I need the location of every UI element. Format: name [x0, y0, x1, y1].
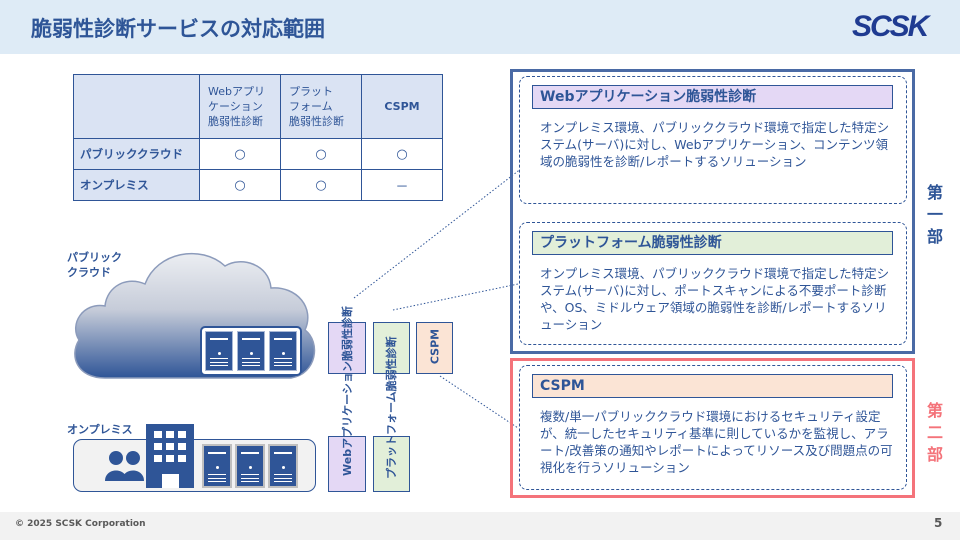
connector-cspm — [439, 375, 519, 429]
matrix-row-label: オンプレミス — [73, 169, 200, 201]
matrix-cell: ○ — [280, 169, 362, 201]
server-icon — [235, 444, 265, 488]
web-scope-bar-cloud — [328, 322, 366, 374]
public-cloud-label: パブリック クラウド — [67, 251, 122, 279]
connector-web — [353, 167, 523, 299]
part2-label: 第二部 — [926, 401, 943, 464]
platform-scope-bar-onprem — [373, 436, 410, 492]
cspm-scope-bar-cloud — [416, 322, 453, 374]
page-title: 脆弱性診断サービスの対応範囲 — [31, 17, 325, 41]
platform-scope-bar-cloud — [373, 322, 410, 374]
matrix-cell: － — [361, 169, 443, 201]
coverage-matrix: Webアプリ ケーション 脆弱性診断 プラット フォーム 脆弱性診断 CSPM … — [73, 74, 443, 201]
slide-footer: © 2025 SCSK Corporation 5 — [0, 512, 960, 540]
service-card-web: Webアプリケーション脆弱性診断 オンプレミス環境、パブリッククラウド環境で指定… — [519, 76, 907, 204]
service-title-platform: プラットフォーム脆弱性診断 — [532, 231, 893, 255]
matrix-row-onpremise: オンプレミス ○ ○ － — [73, 169, 443, 201]
service-description-platform: オンプレミス環境、パブリッククラウド環境で指定した特定システム(サーバ)に対し、… — [540, 266, 890, 332]
service-card-cspm: CSPM 複数/単一パブリッククラウド環境におけるセキュリティ設定が、統一したセ… — [519, 365, 907, 490]
matrix-row-label: パブリッククラウド — [73, 138, 200, 170]
part1-frame — [510, 69, 915, 354]
service-title-cspm: CSPM — [532, 374, 893, 398]
server-icon — [237, 331, 265, 371]
service-description-web: オンプレミス環境、パブリッククラウド環境で指定した特定システム(サーバ)に対し、… — [540, 120, 890, 169]
server-icon — [269, 331, 297, 371]
matrix-cell: ○ — [199, 169, 281, 201]
connector-platform — [392, 283, 519, 311]
matrix-cell: ○ — [199, 138, 281, 170]
matrix-cell: ○ — [361, 138, 443, 170]
onpremise-server-rack — [202, 444, 298, 488]
matrix-header-web: Webアプリ ケーション 脆弱性診断 — [199, 74, 281, 139]
copyright-text: © 2025 SCSK Corporation — [15, 519, 146, 529]
server-icon — [205, 331, 233, 371]
server-icon — [202, 444, 232, 488]
slide-header: 脆弱性診断サービスの対応範囲 SCSK — [0, 0, 960, 54]
service-description-cspm: 複数/単一パブリッククラウド環境におけるセキュリティ設定が、統一したセキュリティ… — [540, 409, 893, 475]
matrix-header-platform: プラット フォーム 脆弱性診断 — [280, 74, 362, 139]
service-title-web: Webアプリケーション脆弱性診断 — [532, 85, 893, 109]
scsk-logo: SCSK — [852, 10, 929, 43]
service-card-platform: プラットフォーム脆弱性診断 オンプレミス環境、パブリッククラウド環境で指定した特… — [519, 222, 907, 345]
cloud-server-rack — [200, 326, 302, 376]
part2-frame — [510, 358, 915, 498]
web-scope-bar-onprem — [328, 436, 366, 492]
onpremise-label: オンプレミス — [67, 423, 133, 436]
page-number: 5 — [934, 516, 943, 530]
part1-label: 第一部 — [926, 183, 943, 246]
building-icon — [146, 424, 194, 488]
server-icon — [268, 444, 298, 488]
people-icon — [105, 451, 144, 481]
matrix-row-public-cloud: パブリッククラウド ○ ○ ○ — [73, 138, 443, 170]
